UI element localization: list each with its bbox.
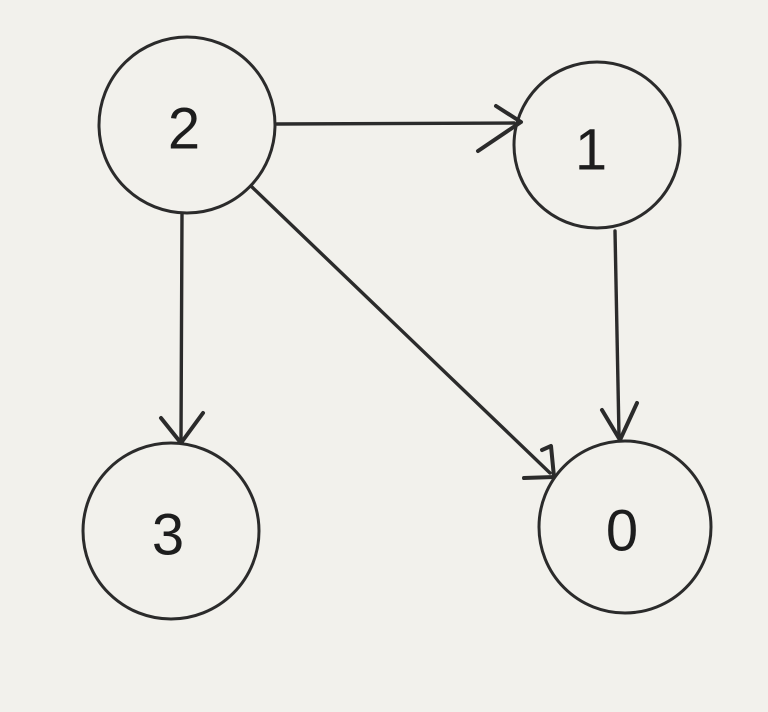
edge-2-to-3-line <box>179 212 184 442</box>
edge-2-to-0 <box>250 185 556 480</box>
node-2-label: 2 <box>168 97 200 162</box>
node-2-circle <box>97 35 277 215</box>
node-1-circle <box>512 60 682 230</box>
edge-2-to-3 <box>159 212 205 445</box>
edge-2-to-1-line <box>275 121 516 126</box>
node-3-label: 3 <box>152 503 184 568</box>
edge-1-to-0 <box>600 229 639 442</box>
node-1-label: 1 <box>575 118 607 183</box>
arrowhead-icon <box>476 104 523 153</box>
node-0-circle <box>537 439 713 615</box>
node-0-label: 0 <box>606 499 638 564</box>
node-3-circle <box>81 441 261 621</box>
node-0: 0 <box>537 439 713 615</box>
node-2: 2 <box>97 35 277 215</box>
edge-2-to-0-line <box>250 185 552 475</box>
edge-1-to-0-line <box>613 229 621 438</box>
arrowhead-icon <box>522 444 556 480</box>
node-1: 1 <box>512 60 682 230</box>
edge-2-to-1 <box>275 104 523 153</box>
node-3: 3 <box>81 441 261 621</box>
